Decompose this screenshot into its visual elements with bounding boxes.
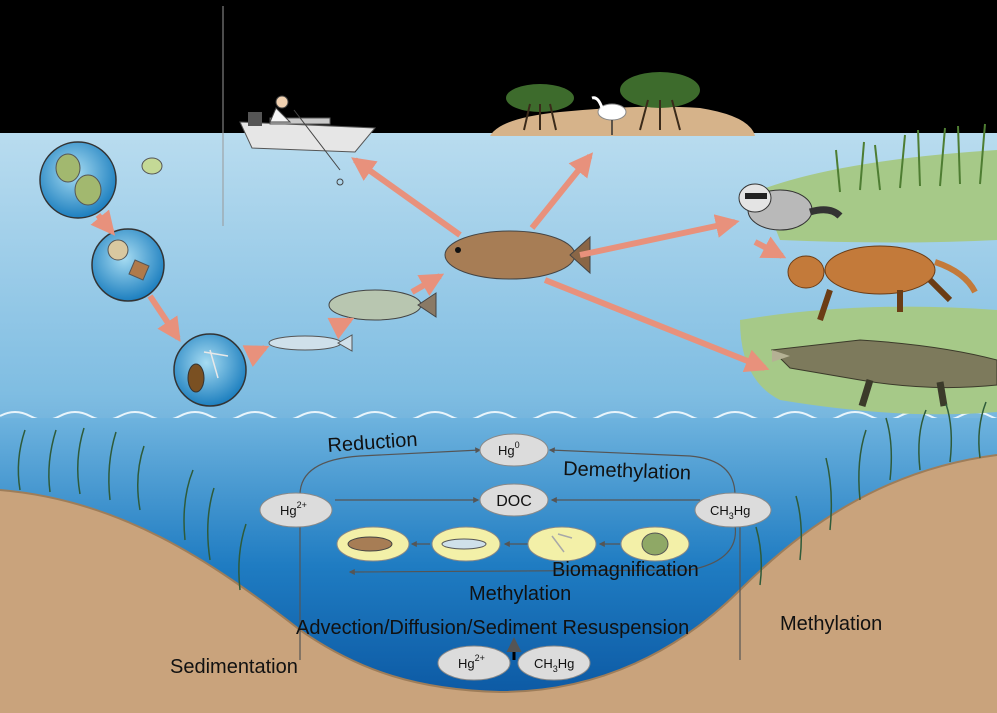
mangrove-trees — [506, 72, 700, 131]
food-oval-zooplankton — [527, 526, 597, 562]
svg-text:Hg2+: Hg2+ — [280, 500, 307, 518]
seagrass-right — [755, 401, 987, 586]
copepod-bubble — [173, 333, 247, 407]
cycle-arrows — [299, 447, 741, 660]
food-oval-phytoplankton — [620, 526, 690, 562]
node-ch3hg-bottom: CH3Hg — [517, 645, 591, 681]
sediment-edge — [0, 454, 997, 694]
shore-upper — [760, 150, 997, 243]
panther — [787, 245, 978, 321]
svg-text:DOC: DOC — [496, 493, 532, 510]
node-doc: DOC — [479, 483, 549, 517]
label-methylation-right: Methylation — [780, 613, 882, 635]
snook-fish — [444, 230, 591, 280]
node-hg2-bottom: Hg2+ — [437, 645, 511, 681]
white-wading-bird — [591, 96, 627, 135]
node-hg2-left: Hg2+ — [259, 492, 333, 528]
grass-upper — [835, 123, 986, 193]
food-web-arrows — [90, 152, 787, 373]
phytoplankton-bubble — [39, 141, 117, 219]
sediment-basin — [0, 455, 997, 713]
label-advection: Advection/Diffusion/Sediment Resuspensio… — [296, 617, 689, 639]
seagrass-left — [17, 427, 247, 591]
diatom-bubble — [91, 228, 165, 302]
sky — [0, 0, 997, 135]
label-methylation-center: Methylation — [469, 583, 571, 605]
crocodile — [770, 339, 997, 408]
svg-text:CH3Hg: CH3Hg — [534, 656, 574, 674]
food-oval-fish-large — [336, 526, 410, 562]
svg-text:CH3Hg: CH3Hg — [710, 503, 750, 521]
svg-text:Hg2+: Hg2+ — [458, 653, 485, 671]
food-oval-fish-small — [431, 526, 501, 562]
svg-text:Hg0: Hg0 — [498, 440, 520, 458]
raccoon — [738, 183, 843, 231]
label-sedimentation: Sedimentation — [170, 656, 298, 678]
label-biomagnification: Biomagnification — [552, 559, 699, 581]
node-hg0: Hg0 — [479, 433, 549, 467]
node-ch3hg-right: CH3Hg — [694, 492, 772, 528]
label-demethylation: Demethylation — [563, 458, 692, 484]
zooplankton-small — [141, 157, 163, 175]
trout-fish — [328, 289, 437, 321]
fishing-boat — [239, 95, 377, 186]
